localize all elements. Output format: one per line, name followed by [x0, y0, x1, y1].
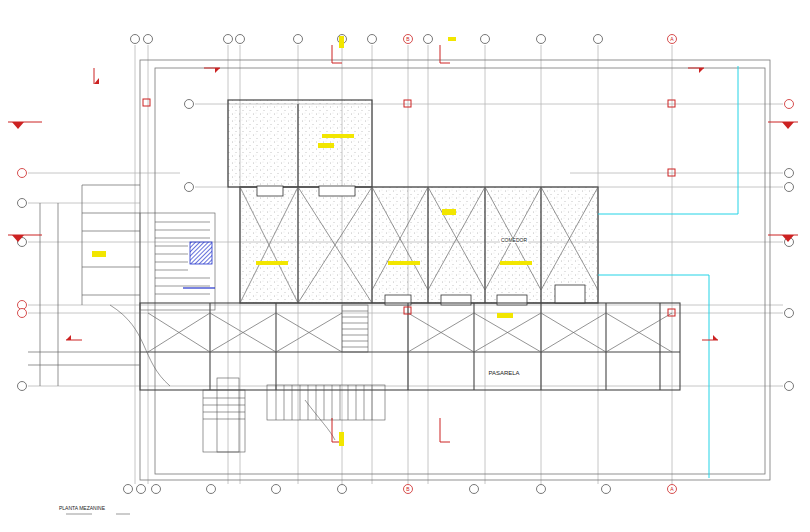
section-arrows [12, 68, 794, 340]
grid-letter: A [670, 487, 673, 492]
cyan-boundary [598, 66, 738, 478]
rooms [228, 100, 598, 303]
room-label: COMEDOR [500, 238, 528, 243]
section-markers [8, 45, 798, 442]
corridor [140, 303, 680, 390]
grid-bubbles [18, 35, 794, 494]
left-wing [28, 185, 140, 386]
hatched-shaft [190, 242, 212, 264]
corridor-diagonals [148, 313, 672, 352]
grid-lines [28, 45, 783, 484]
grid-letter: B [406, 487, 409, 492]
window-units [257, 186, 585, 305]
stairs [110, 213, 385, 452]
slab-outline [140, 60, 770, 480]
scale-bar [116, 514, 130, 515]
grid-letter: A [670, 37, 673, 42]
shaft-line [183, 287, 215, 288]
grid-letter: B [406, 37, 409, 42]
yellow-tags [92, 36, 532, 446]
title-underline [66, 514, 92, 515]
room-label: PASARELA [487, 370, 520, 376]
opening-diagonals [240, 187, 598, 303]
room-label: PLANTA MEZANINE [58, 506, 106, 511]
